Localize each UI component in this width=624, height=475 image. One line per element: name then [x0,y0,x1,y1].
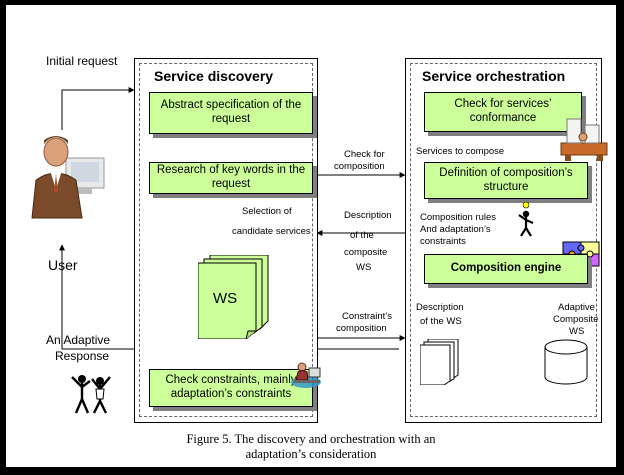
description-ws-label-1: Description [416,302,464,313]
database-cylinder-icon [543,339,589,385]
check-constraints-line2: adaptation’s constraints [170,388,292,400]
description-label-1: Description [344,210,392,221]
ws-document-stack [198,255,274,339]
description-document-stack [420,339,460,385]
composition-rules-label-2: And adaptation’s [420,224,491,235]
adaptive-response-label-1: An Adaptive [46,333,111,347]
selection-label-1: Selection of [242,206,292,217]
composition-rules-label-1: Composition rules [420,212,497,223]
figure-frame: Initial request User An Adaptive Respons… [6,5,616,467]
check-composition-label-1: Check for [344,149,385,160]
figure-caption-line1: Figure 5. The discovery and orchestratio… [186,432,436,446]
check-conformance-line1: Check for services’ [454,98,552,111]
abstract-specification-line2: request [211,113,251,125]
selection-label-2: candidate services [232,226,311,237]
initial-request-arrow [61,87,135,130]
user-icon [26,130,108,220]
composition-engine-box: Composition engine [424,254,588,284]
description-label-4: WS [356,262,372,273]
research-keywords-line1: Research of key words in the [156,164,306,177]
check-conformance-line2: conformance [469,112,537,124]
celebrating-people-icon [68,371,114,415]
adaptive-composite-label-1: Adaptive [558,302,595,313]
check-conformance-box: Check for services’conformance [424,92,582,132]
abstract-specification-line1: Abstract specification of the [160,99,302,112]
idea-person-icon [515,201,537,237]
ws-label: WS [213,290,238,307]
description-label-3: composite [344,247,388,258]
description-ws-label-2: of the WS [420,316,462,327]
check-composition-label-2: composition [334,161,385,172]
description-label-2: of the [350,230,374,241]
services-to-compose-label: Services to compose [416,146,505,157]
figure-caption-line2: adaptation’s consideration [245,447,377,461]
initial-request-label: Initial request [46,54,118,68]
service-orchestration-title: Service orchestration [422,68,566,84]
adaptive-composite-label-3: WS [569,326,585,337]
desk-paperwork-icon [559,113,609,161]
constraint-composition-label-2: composition [336,323,387,334]
service-orchestration-inner-border [410,63,597,417]
adaptive-response-label-2: Response [55,349,110,363]
service-discovery-inner-border [139,63,313,417]
user-label: User [48,257,78,273]
research-keywords-line2: request [211,178,251,190]
adaptive-composite-label-2: Composite [553,314,599,325]
person-at-computer-icon [290,360,322,390]
check-constraints-line1: Check constraints, mainly [165,374,297,387]
definition-structure-line1: Definition of composition’s [439,166,573,179]
composition-rules-label-3: constraints [420,236,466,247]
definition-structure-line2: structure [483,180,529,193]
service-discovery-title: Service discovery [154,68,274,84]
constraint-composition-label-1: Constraint’s [342,311,392,322]
